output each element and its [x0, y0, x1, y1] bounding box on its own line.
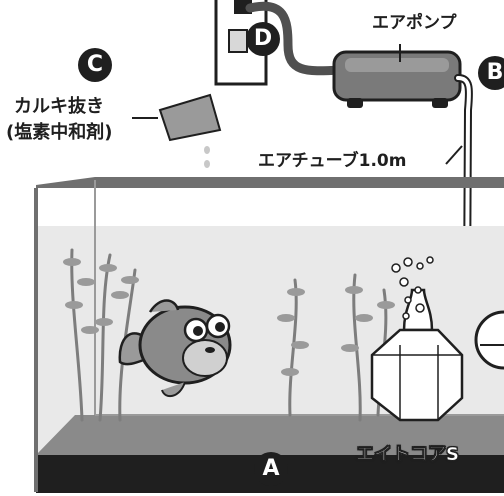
- marker-b: B: [478, 56, 504, 90]
- filter-label: エイトコアS: [356, 444, 459, 466]
- marker-d: D: [246, 22, 280, 56]
- air-tube-leader: [445, 145, 463, 165]
- air-pump-label: エアポンプ: [372, 13, 457, 33]
- conditioner-label-line1: カルキ抜き: [14, 96, 104, 117]
- goldfish: [118, 299, 232, 398]
- thermometer-edge: [474, 310, 504, 370]
- plant-leaves: [63, 258, 395, 376]
- marker-c: C: [78, 48, 112, 82]
- power-cord: [245, 1, 345, 76]
- water-conditioner-packet: [132, 93, 222, 168]
- air-tube-label: エアチューブ1.0m: [258, 151, 407, 171]
- air-tube: [454, 74, 473, 482]
- marker-a: A: [254, 452, 288, 486]
- air-pump: [332, 44, 462, 108]
- conditioner-label-line2: (塩素中和剤): [6, 122, 113, 143]
- air-bubbles: [391, 256, 434, 320]
